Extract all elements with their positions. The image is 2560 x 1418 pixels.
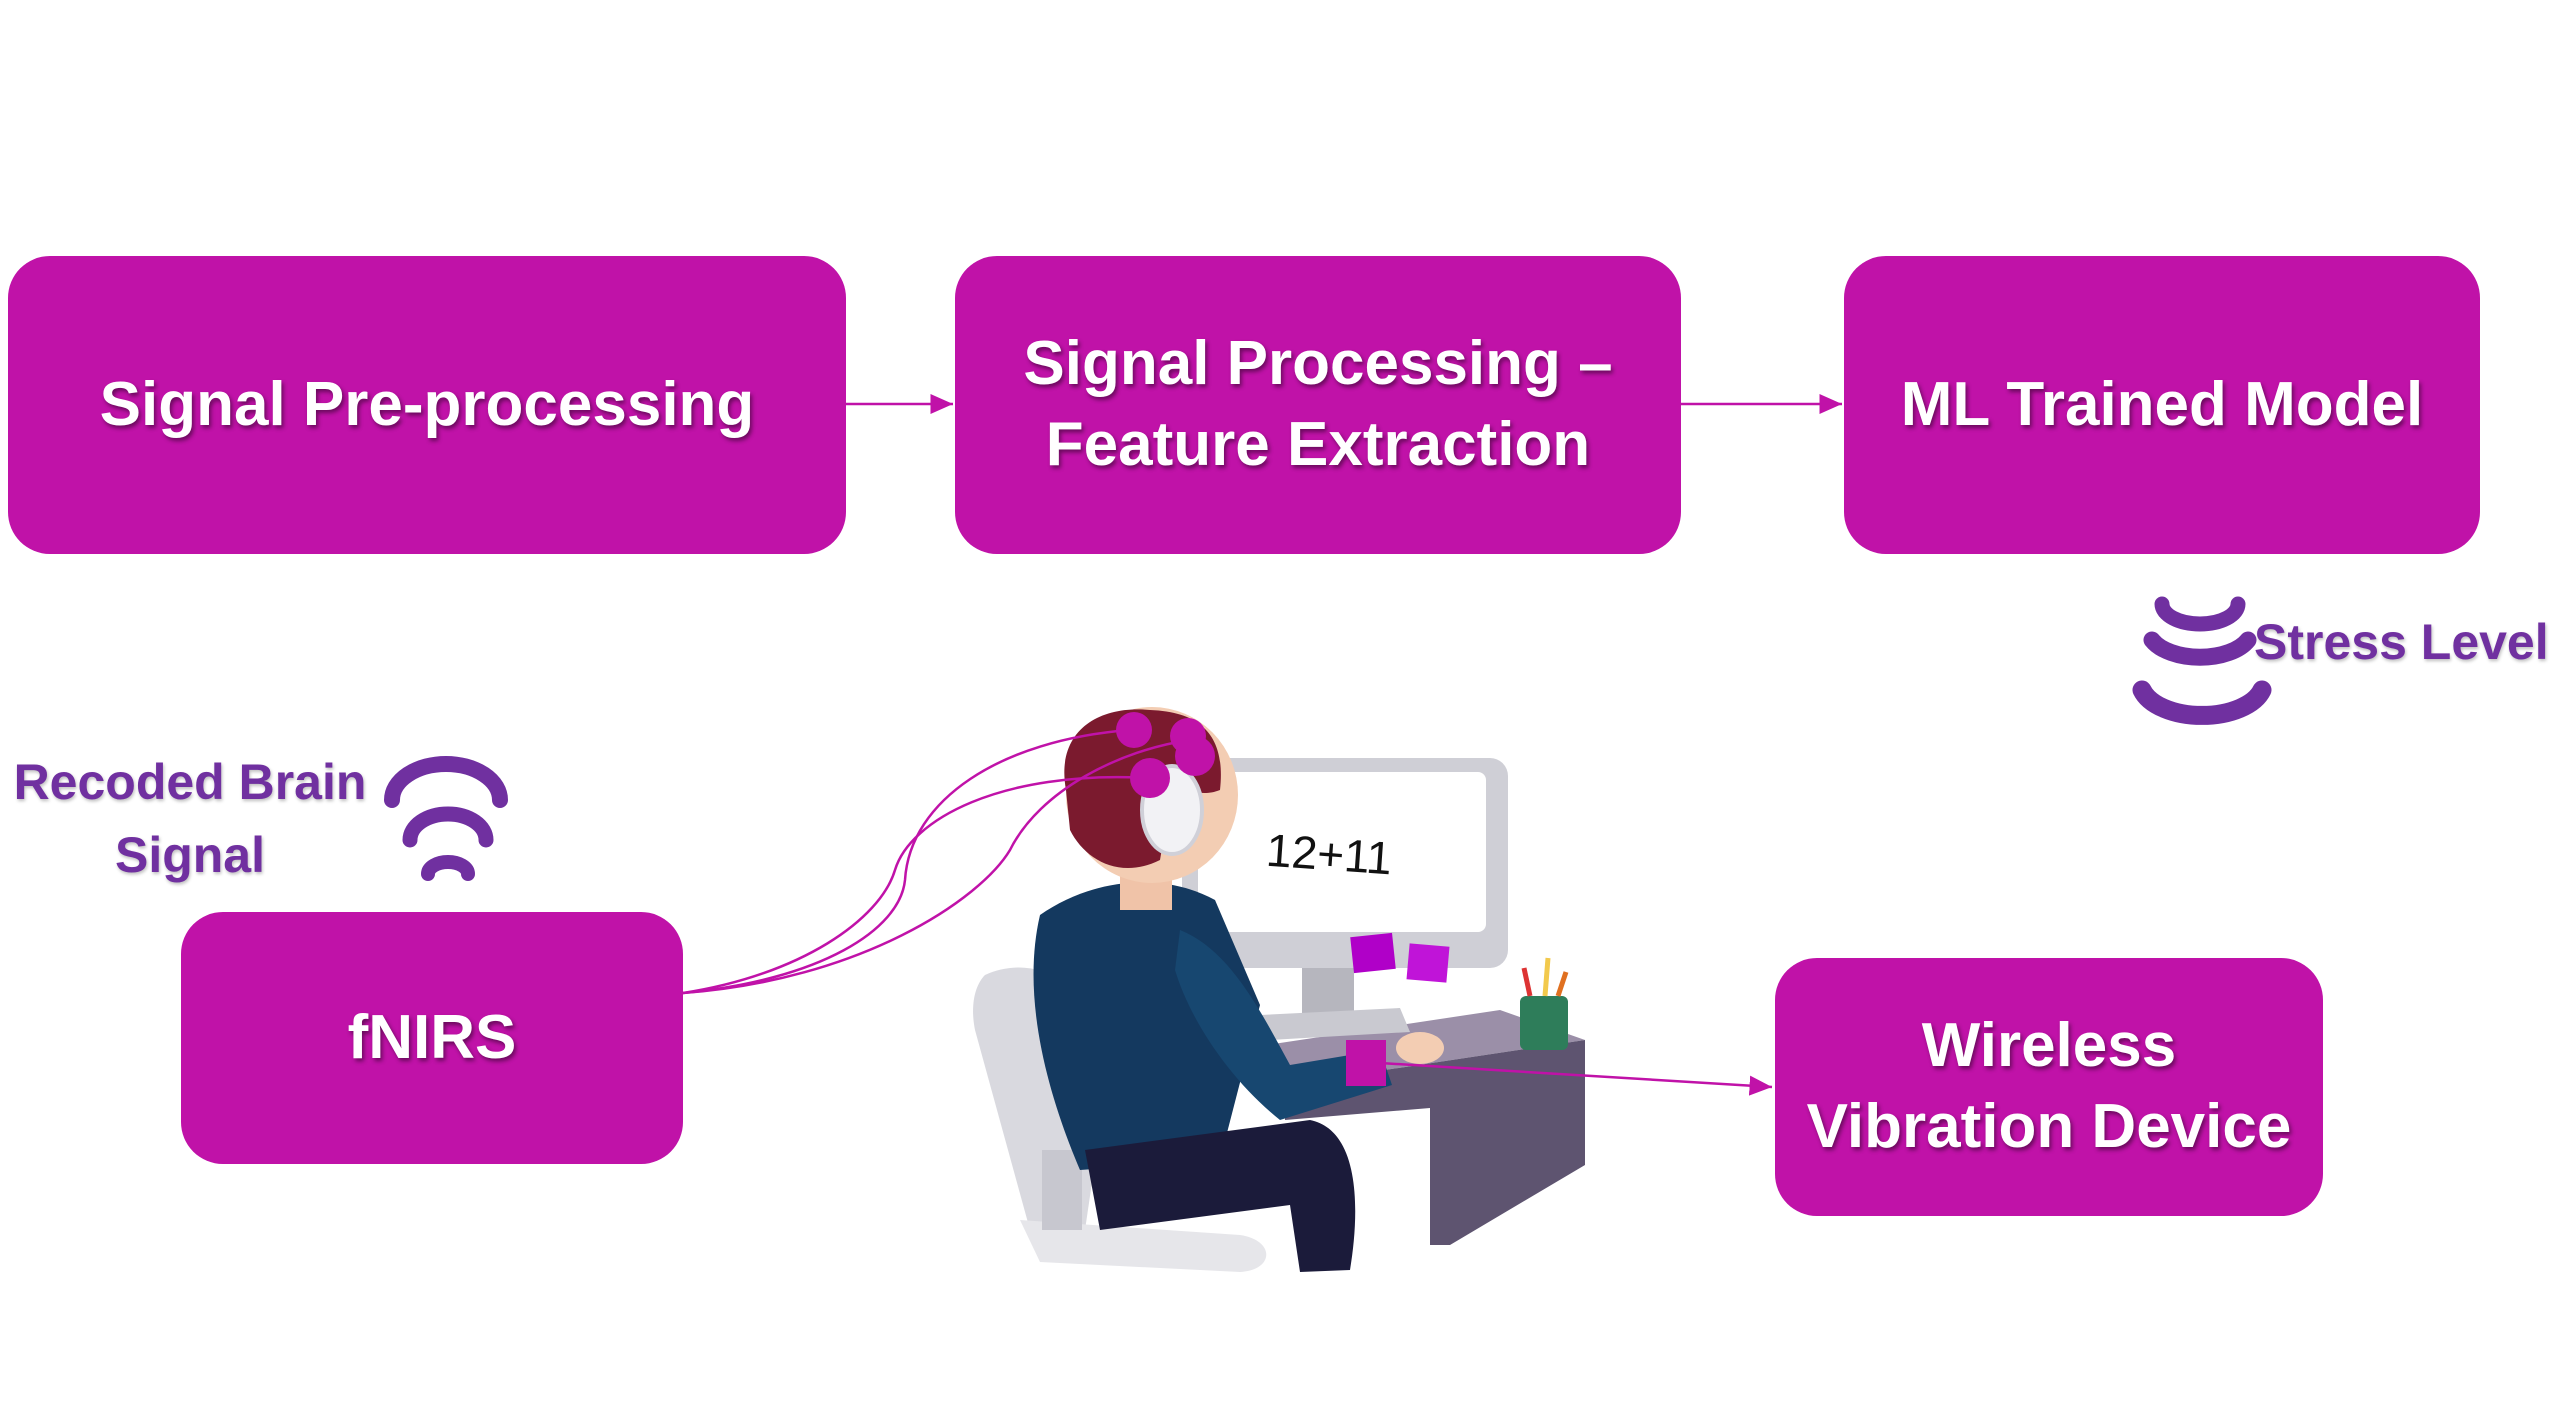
ml-trained-model-box: ML Trained Model [1844,256,2480,554]
recorded-brain-signal-label: Recoded Brain Signal [10,746,370,891]
math-task-text: 12+11 [1265,824,1394,885]
ml-trained-model-label: ML Trained Model [1900,369,2424,439]
wireless-signal-icon [384,756,508,881]
signal-preprocessing-label: Signal Pre-processing [99,369,755,439]
fnirs-box: fNIRS [181,912,683,1164]
wire-fnirs-to-head [682,728,1131,995]
recorded-brain-line2: Signal [114,826,266,883]
person-at-computer-illustration: 12+11 [973,707,1585,1272]
recorded-brain-line1: Recoded Brain [13,754,367,810]
arrow-wrist-to-vibration-device [1379,1061,1773,1096]
wire-fnirs-to-head [682,738,1191,995]
feature-extraction-label-line1: Signal Processing – [1023,329,1613,399]
wire-fnirs-to-head [682,775,1149,995]
wireless-signal-icon [2132,596,2272,725]
fnirs-label: fNIRS [347,1002,517,1072]
signal-preprocessing-box: Signal Pre-processing [8,256,846,554]
stress-level-label: Stress Level [2254,614,2549,670]
vibration-device-label-line1: Wireless [1921,1011,2177,1081]
feature-extraction-box: Signal Processing – Feature Extraction [955,256,1681,554]
vibration-device-box: Wireless Vibration Device [1775,958,2323,1216]
feature-extraction-label-line2: Feature Extraction [1045,410,1591,479]
vibration-device-label-line2: Vibration Device [1806,1092,2292,1161]
